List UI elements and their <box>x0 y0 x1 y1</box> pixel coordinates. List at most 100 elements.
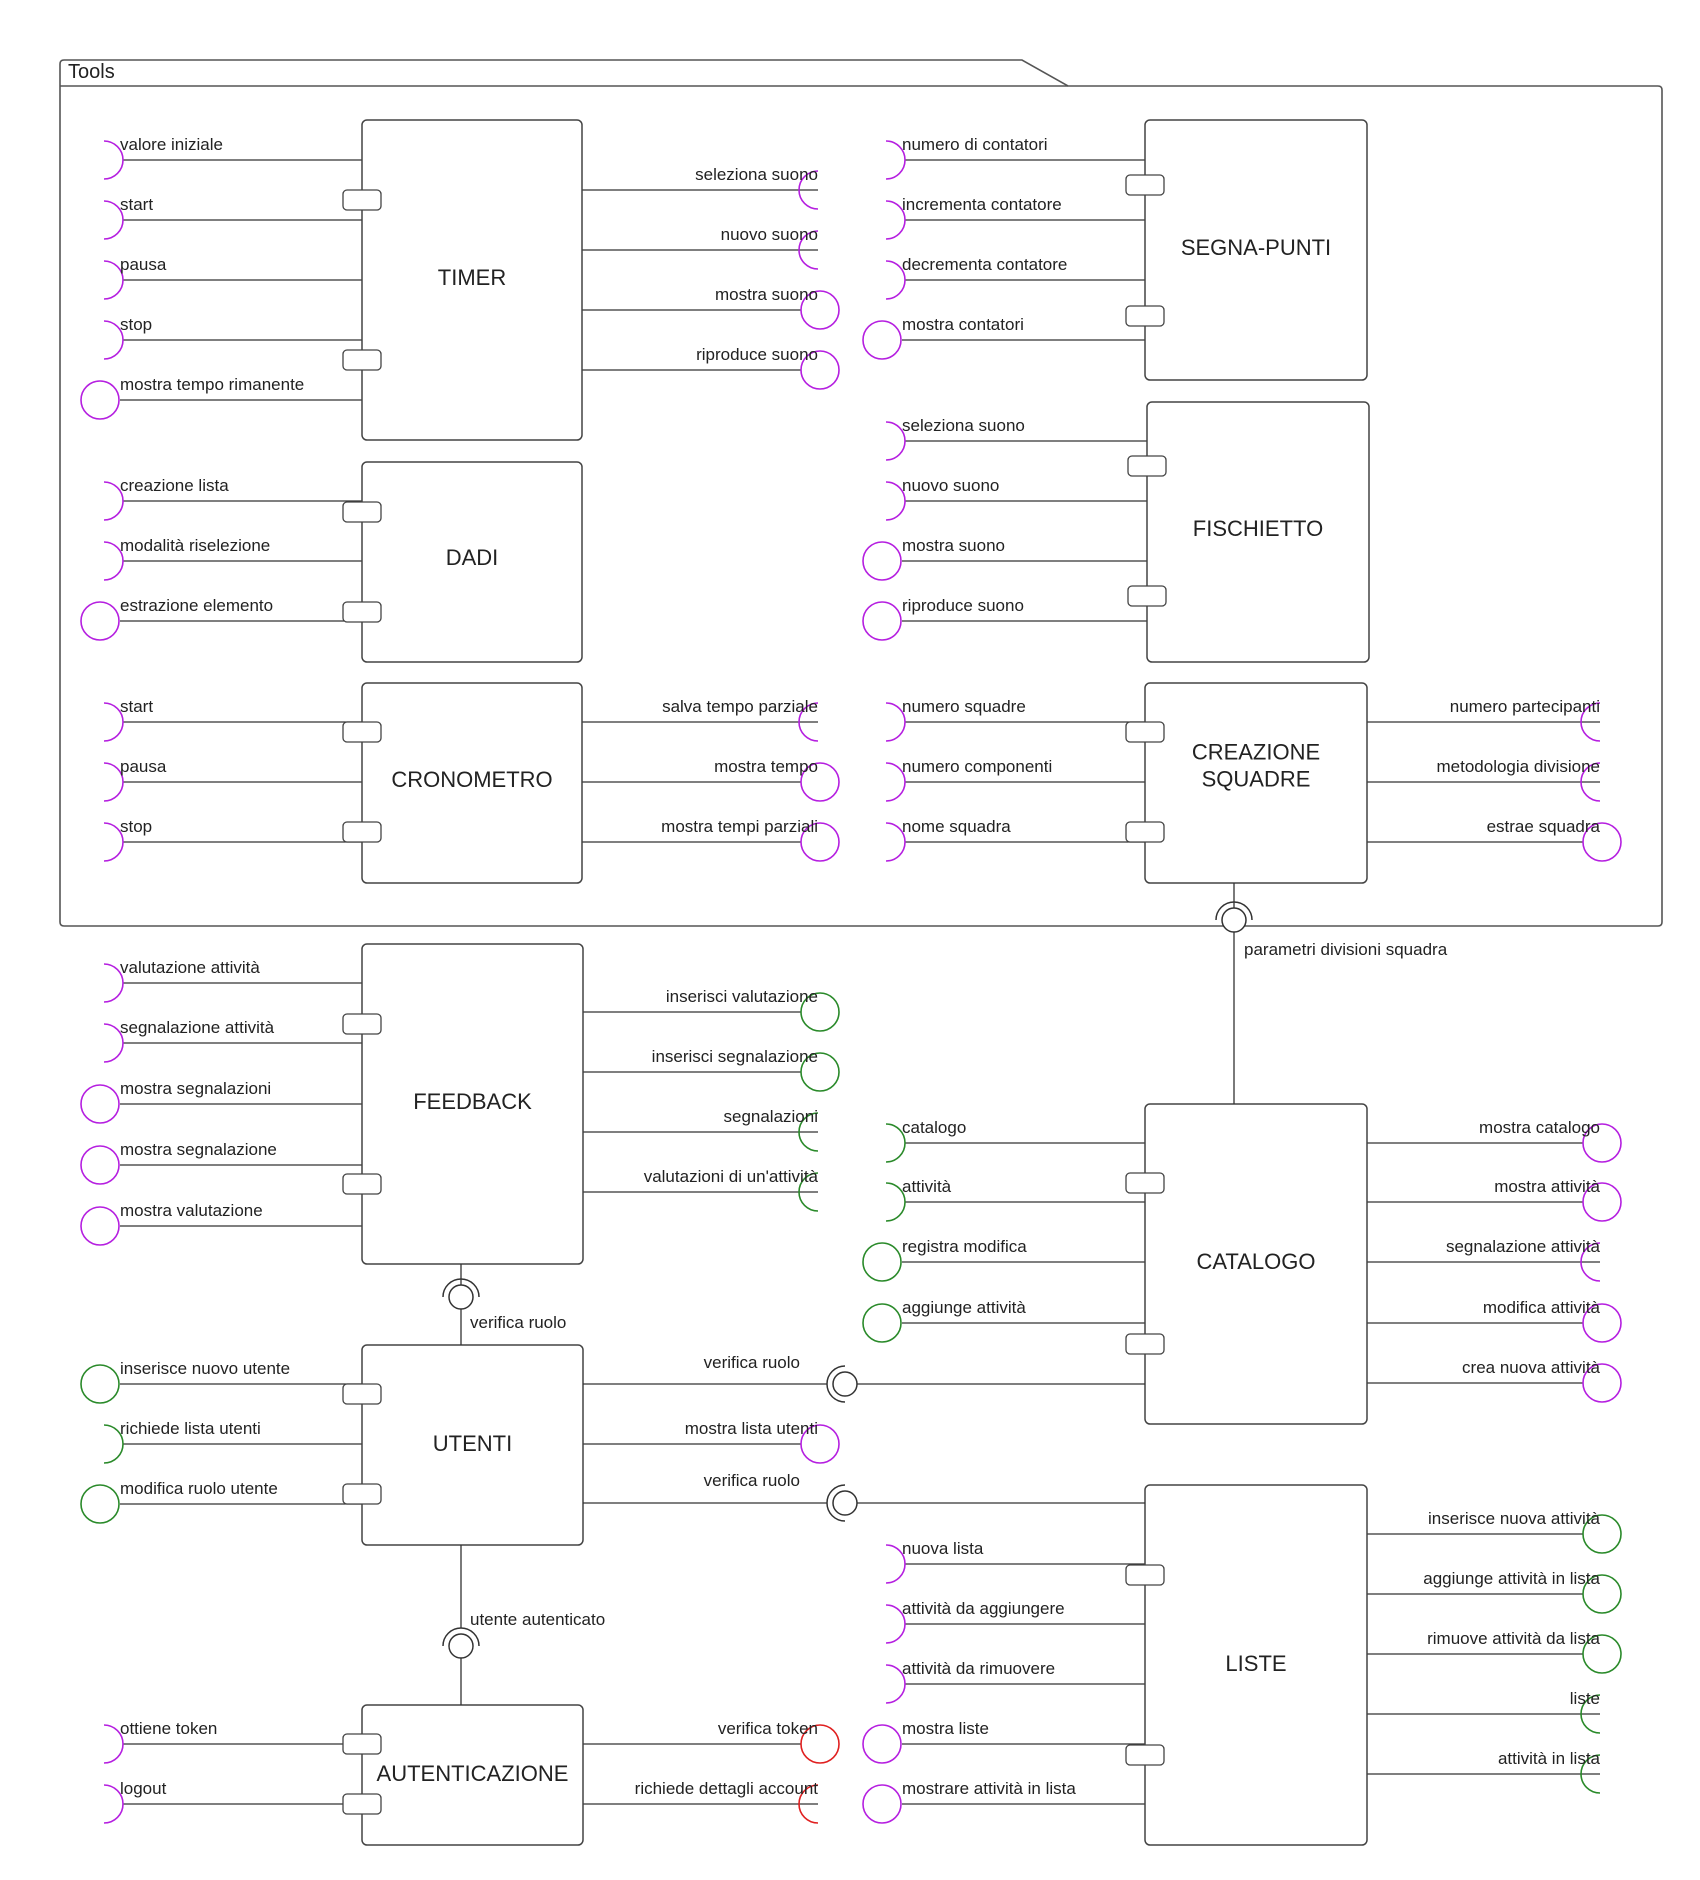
port-catalogo-crea-nuova-attivita[interactable]: crea nuova attività <box>1462 1358 1622 1403</box>
component-fischietto[interactable]: FISCHIETTO <box>1127 401 1370 663</box>
port-timer-mostra-tempo-rimanente[interactable]: mostra tempo rimanente <box>80 375 304 420</box>
port-cronometro-start[interactable]: start <box>103 697 153 742</box>
port-fischietto-nuovo-suono[interactable]: nuovo suono <box>885 476 999 521</box>
port-creazione-numero-partecipanti[interactable]: numero partecipanti <box>1450 697 1601 742</box>
port-feedback-valutazione-attivita[interactable]: valutazione attività <box>103 958 260 1003</box>
port-cronometro-mostra-tempo[interactable]: mostra tempo <box>714 757 840 802</box>
port-fischietto-riproduce-suono[interactable]: riproduce suono <box>862 596 1024 641</box>
port-autenticazione-verifica-token-ball-icon <box>800 1724 840 1764</box>
port-feedback-mostra-segnalazione[interactable]: mostra segnalazione <box>80 1140 277 1185</box>
port-utenti-modifica-ruolo-utente[interactable]: modifica ruolo utente <box>80 1479 278 1524</box>
port-dadi-estrazione-elemento[interactable]: estrazione elemento <box>80 596 273 641</box>
port-feedback-valutazioni-di-un-attivita[interactable]: valutazioni di un'attività <box>644 1167 819 1212</box>
port-cronometro-salva-tempo-parziale[interactable]: salva tempo parziale <box>662 697 819 742</box>
port-liste-attivita-da-rimuovere-socket-icon <box>885 1664 906 1704</box>
connector-verifica-catalogo[interactable]: verifica ruolo <box>583 1353 1145 1403</box>
port-liste-liste-socket-icon <box>1580 1694 1601 1734</box>
connector-parametri[interactable]: parametri divisioni squadra <box>1215 883 1448 1104</box>
port-timer-pausa[interactable]: pausa <box>103 255 167 300</box>
port-cronometro-pausa[interactable]: pausa <box>103 757 167 802</box>
port-catalogo-mostra-catalogo-ball-icon <box>1582 1123 1622 1163</box>
port-liste-attivita-da-rimuovere[interactable]: attività da rimuovere <box>885 1659 1055 1704</box>
port-catalogo-registra-modifica[interactable]: registra modifica <box>862 1237 1027 1282</box>
port-creazione-nome-squadra[interactable]: nome squadra <box>885 817 1011 862</box>
port-timer-seleziona-suono[interactable]: seleziona suono <box>695 165 819 210</box>
port-creazione-numero-squadre[interactable]: numero squadre <box>885 697 1026 742</box>
port-catalogo-attivita[interactable]: attività <box>885 1177 952 1222</box>
port-timer-stop[interactable]: stop <box>103 315 152 360</box>
component-catalogo[interactable]: CATALOGO <box>1125 1103 1368 1425</box>
port-creazione-numero-componenti[interactable]: numero componenti <box>885 757 1052 802</box>
port-autenticazione-verifica-token[interactable]: verifica token <box>718 1719 840 1764</box>
port-segna-mostra-contatori[interactable]: mostra contatori <box>862 315 1024 360</box>
port-liste-aggiunge-attivita-in-lista[interactable]: aggiunge attività in lista <box>1423 1569 1622 1614</box>
component-cronometro[interactable]: CRONOMETRO <box>342 682 583 884</box>
port-liste-inserisce-nuova-attivita-ball-icon <box>1582 1514 1622 1554</box>
port-catalogo-modifica-attivita-label: modifica attività <box>1483 1298 1601 1317</box>
port-utenti-mostra-lista-utenti[interactable]: mostra lista utenti <box>685 1419 840 1464</box>
component-feedback[interactable]: FEEDBACK <box>342 943 584 1265</box>
component-dadi[interactable]: DADI <box>342 461 583 663</box>
component-utenti[interactable]: UTENTI <box>342 1344 584 1546</box>
port-timer-start[interactable]: start <box>103 195 153 240</box>
port-liste-mostra-liste[interactable]: mostra liste <box>862 1719 989 1764</box>
port-catalogo-catalogo[interactable]: catalogo <box>885 1118 966 1163</box>
port-liste-attivita-in-lista[interactable]: attività in lista <box>1498 1749 1601 1794</box>
port-liste-liste[interactable]: liste <box>1570 1689 1601 1734</box>
port-liste-inserisce-nuova-attivita[interactable]: inserisce nuova attività <box>1428 1509 1622 1554</box>
port-cronometro-mostra-tempi-parziali[interactable]: mostra tempi parziali <box>661 817 840 862</box>
component-timer[interactable]: TIMER <box>342 119 583 441</box>
port-utenti-richiede-lista-utenti[interactable]: richiede lista utenti <box>103 1419 261 1464</box>
connectors: parametri divisioni squadra verifica ruol… <box>442 883 1448 1705</box>
port-fischietto-seleziona-suono[interactable]: seleziona suono <box>885 416 1025 461</box>
component-autenticazione[interactable]: AUTENTICAZIONE <box>342 1704 584 1846</box>
catalogo-port-tab <box>1125 1333 1165 1355</box>
port-liste-rimuove-attivita-da-lista[interactable]: rimuove attività da lista <box>1427 1629 1622 1674</box>
port-liste-attivita-da-aggiungere[interactable]: attività da aggiungere <box>885 1599 1065 1644</box>
port-feedback-inserisci-valutazione[interactable]: inserisci valutazione <box>666 987 840 1032</box>
port-fischietto-mostra-suono[interactable]: mostra suono <box>862 536 1005 581</box>
port-feedback-mostra-segnalazioni[interactable]: mostra segnalazioni <box>80 1079 271 1124</box>
connector-verifica-feedback[interactable]: verifica ruolo <box>442 1264 566 1345</box>
port-autenticazione-richiede-dettagli-account[interactable]: richiede dettagli account <box>635 1779 819 1824</box>
port-cronometro-salva-tempo-parziale-label: salva tempo parziale <box>662 697 818 716</box>
port-catalogo-aggiunge-attivita[interactable]: aggiunge attività <box>862 1298 1026 1343</box>
port-creazione-metodologia-divisione[interactable]: metodologia divisione <box>1437 757 1601 802</box>
port-catalogo-mostra-attivita[interactable]: mostra attività <box>1494 1177 1622 1222</box>
connector-autenticato[interactable]: utente autenticato <box>442 1545 605 1705</box>
port-feedback-inserisci-valutazione-label: inserisci valutazione <box>666 987 818 1006</box>
port-timer-pausa-socket-icon <box>103 260 124 300</box>
port-segna-numero-di-contatori[interactable]: numero di contatori <box>885 135 1048 180</box>
port-feedback-segnalazione-attivita[interactable]: segnalazione attività <box>103 1018 275 1063</box>
port-dadi-modalita-riselezione[interactable]: modalità riselezione <box>103 536 270 581</box>
port-feedback-segnalazioni[interactable]: segnalazioni <box>723 1107 819 1152</box>
port-dadi-creazione-lista[interactable]: creazione lista <box>103 476 229 521</box>
port-autenticazione-logout[interactable]: logout <box>103 1779 167 1824</box>
port-feedback-inserisci-segnalazione[interactable]: inserisci segnalazione <box>652 1047 840 1092</box>
port-catalogo-attivita-label: attività <box>902 1177 952 1196</box>
port-dadi-modalita-riselezione-socket-icon <box>103 541 124 581</box>
port-creazione-numero-componenti-label: numero componenti <box>902 757 1052 776</box>
port-timer-mostra-suono[interactable]: mostra suono <box>715 285 840 330</box>
connector-verifica-liste[interactable]: verifica ruolo <box>583 1471 1145 1522</box>
port-feedback-mostra-valutazione[interactable]: mostra valutazione <box>80 1201 263 1246</box>
port-timer-valore-iniziale[interactable]: valore iniziale <box>103 135 223 180</box>
port-timer-riproduce-suono[interactable]: riproduce suono <box>696 345 840 390</box>
port-autenticazione-ottiene-token[interactable]: ottiene token <box>103 1719 217 1764</box>
component-liste[interactable]: LISTE <box>1125 1484 1368 1846</box>
component-segna[interactable]: SEGNA-PUNTI <box>1125 119 1368 381</box>
port-timer-nuovo-suono[interactable]: nuovo suono <box>721 225 819 270</box>
port-liste-nuova-lista[interactable]: nuova lista <box>885 1539 984 1584</box>
port-catalogo-modifica-attivita[interactable]: modifica attività <box>1483 1298 1622 1343</box>
port-segna-incrementa-contatore[interactable]: incrementa contatore <box>885 195 1062 240</box>
port-catalogo-segnalazione-attivita[interactable]: segnalazione attività <box>1446 1237 1601 1282</box>
port-liste-mostrare-attivita-in-lista[interactable]: mostrare attività in lista <box>862 1779 1076 1824</box>
port-creazione-estrae-squadra[interactable]: estrae squadra <box>1487 817 1622 862</box>
port-segna-decrementa-contatore[interactable]: decrementa contatore <box>885 255 1067 300</box>
port-fischietto-mostra-suono-label: mostra suono <box>902 536 1005 555</box>
port-cronometro-stop[interactable]: stop <box>103 817 152 862</box>
port-utenti-inserisce-nuovo-utente[interactable]: inserisce nuovo utente <box>80 1359 290 1404</box>
port-utenti-inserisce-nuovo-utente-ball-icon <box>80 1364 120 1404</box>
port-catalogo-mostra-catalogo[interactable]: mostra catalogo <box>1479 1118 1622 1163</box>
